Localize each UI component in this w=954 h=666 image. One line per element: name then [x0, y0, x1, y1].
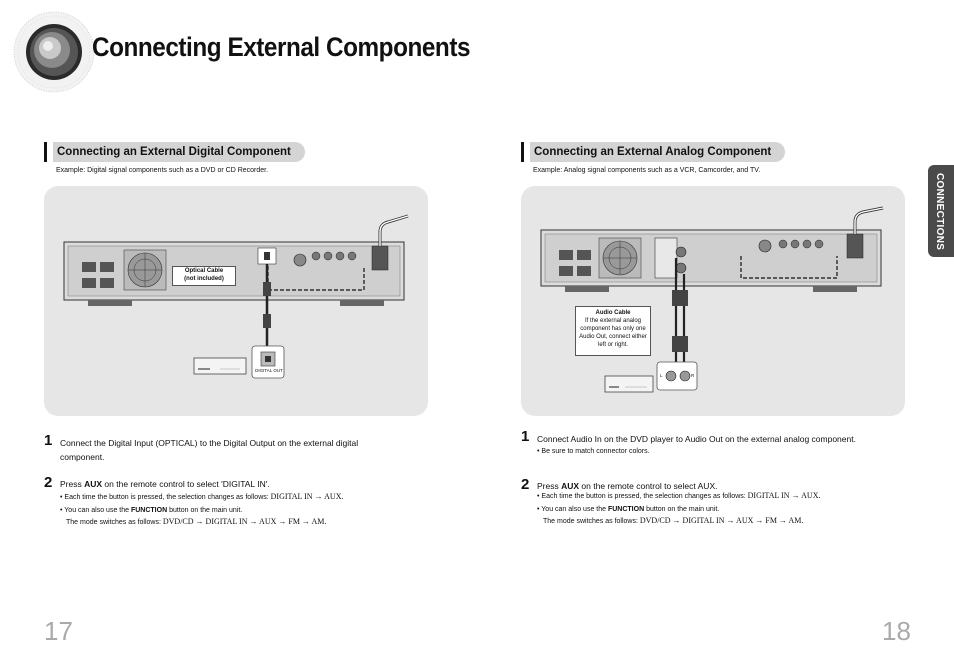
page-number-left: 17 [44, 616, 73, 646]
left-step2-post: on the remote control to select 'DIGITAL… [102, 479, 270, 489]
audio-cable-callout: Audio Cable If the external analog compo… [575, 306, 651, 356]
page-number-right: 18 [882, 616, 911, 646]
side-tab: CONNECTIONS [928, 165, 954, 257]
left-bullet1-text: Each time the button is pressed, the sel… [64, 494, 271, 501]
right-bullet-2: • You can also use the FUNCTION button o… [537, 506, 720, 513]
side-tab-label: CONNECTIONS [934, 173, 945, 251]
left-connection-diagram [63, 214, 409, 379]
right-step2-number: 2 [521, 476, 530, 493]
right-step2-text: Press AUX on the remote control to selec… [537, 479, 717, 493]
left-heading-text: Connecting an External Digital Component [53, 142, 305, 162]
left-diagram-panel: Optical Cable (not included) DIGITAL OUT [44, 186, 428, 416]
right-example: Example: Analog signal components such a… [533, 167, 761, 174]
right-step1-bullet-text: Be sure to match connector colors. [541, 448, 650, 455]
optical-cable-callout: Optical Cable (not included) [172, 266, 236, 286]
left-bullet-1: • Each time the button is pressed, the s… [60, 492, 344, 501]
right-step1-number: 1 [521, 428, 530, 445]
left-bullet1-sequence: DIGITAL IN → AUX. [270, 492, 344, 501]
left-step2-key: AUX [84, 479, 103, 489]
jack-l-label: L [660, 373, 663, 378]
left-step1-text: Connect the Digital Input (OPTICAL) to t… [60, 438, 359, 462]
right-bullet1-sequence: DIGITAL IN → AUX. [747, 491, 821, 500]
right-section-heading: Connecting an External Analog Component [521, 142, 786, 162]
heading-bar [521, 142, 524, 162]
right-bullet-2-line2: The mode switches as follows: DVD/CD → D… [543, 515, 803, 528]
left-bullet2-pre: You can also use the [64, 507, 131, 514]
right-step1-text: Connect Audio In on the DVD player to Au… [537, 434, 856, 444]
digital-out-label: DIGITAL OUT [255, 368, 283, 373]
right-step2-post: on the remote control to select AUX. [579, 481, 718, 491]
optical-cable-label: Optical Cable [184, 268, 224, 274]
right-step2-pre: Press [537, 481, 562, 491]
left-step1-number: 1 [44, 432, 53, 449]
left-step2-pre: Press [60, 479, 85, 489]
left-bullet2-post: button on the main unit. [167, 507, 243, 514]
page-title: Connecting External Components [92, 32, 471, 62]
right-mode-text: The mode switches as follows: [543, 518, 640, 525]
jack-r-label: R [691, 373, 695, 378]
audio-cable-title: Audio Cable [595, 310, 631, 316]
right-diagram-panel: L R Audio Cable If the external analog c… [521, 186, 905, 416]
right-bullet-1: • Each time the button is pressed, the s… [537, 491, 821, 500]
heading-bar [44, 142, 47, 162]
right-bullet1-text: Each time the button is pressed, the sel… [541, 493, 748, 500]
left-step2-number: 2 [44, 474, 53, 491]
left-bullet-2-line2: The mode switches as follows: DVD/CD → D… [66, 516, 326, 529]
right-step1-bullet: • Be sure to match connector colors. [537, 448, 650, 455]
audio-cable-desc: If the external analog component has onl… [579, 318, 647, 348]
right-bullet2-post: button on the main unit. [644, 506, 720, 513]
left-section-heading: Connecting an External Digital Component [44, 142, 305, 162]
right-step2-key: AUX [561, 481, 580, 491]
speaker-icon [13, 11, 95, 93]
left-mode-text: The mode switches as follows: [66, 519, 163, 526]
right-bullet2-pre: You can also use the [541, 506, 608, 513]
left-bullet2-key: FUNCTION [130, 507, 168, 514]
left-mode-sequence: DVD/CD → DIGITAL IN → AUX → FM → AM. [162, 517, 327, 526]
left-step2-text: Press AUX on the remote control to selec… [60, 477, 270, 491]
right-connection-diagram [540, 206, 884, 393]
optical-cable-note: (not included) [184, 276, 224, 282]
left-bullet-2: • You can also use the FUNCTION button o… [60, 507, 243, 514]
right-heading-text: Connecting an External Analog Component [530, 142, 786, 162]
right-mode-sequence: DVD/CD → DIGITAL IN → AUX → FM → AM. [639, 516, 804, 525]
right-bullet2-key: FUNCTION [607, 506, 645, 513]
left-example: Example: Digital signal components such … [56, 167, 269, 174]
